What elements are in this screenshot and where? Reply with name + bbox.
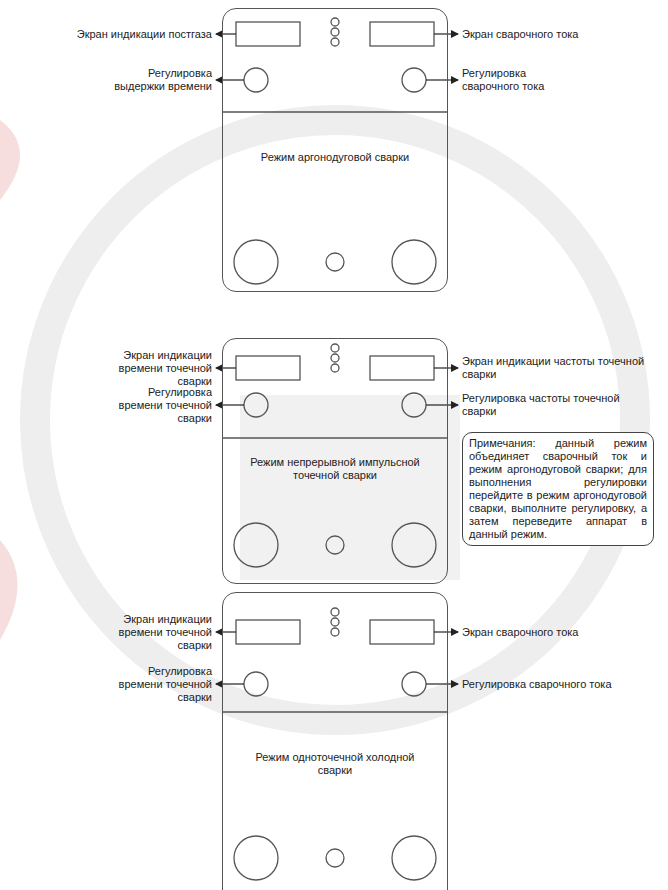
part-label: Экран сварочного тока (462, 28, 662, 41)
panel-divider (222, 111, 448, 112)
watermark-mark (0, 120, 20, 640)
indicator-led (331, 628, 339, 636)
leader-arrow (216, 404, 244, 405)
display-screen (370, 620, 434, 644)
part-label: Экран индикации времени точечной сварки (112, 349, 212, 388)
indicator-led (331, 38, 339, 46)
part-label: Регулировка выдержки времени (102, 67, 212, 93)
panel-divider (222, 711, 448, 712)
display-screen (236, 620, 300, 644)
gas-socket (326, 253, 344, 271)
gas-socket (326, 536, 344, 554)
part-label: Регулировка сварочного тока (462, 678, 662, 691)
leader-arrow (216, 367, 236, 368)
front-panel: Режим аргонодуговой сварки (222, 8, 448, 292)
leader-arrow (426, 683, 458, 684)
part-label: Экран индикации постгаза (12, 28, 212, 41)
control-knob (244, 672, 268, 696)
control-knob (244, 393, 268, 417)
output-socket (234, 523, 278, 567)
gas-socket (326, 849, 344, 867)
indicator-led (331, 344, 339, 352)
display-screen (370, 22, 434, 46)
leader-arrow (434, 367, 458, 368)
display-screen (236, 356, 300, 380)
part-label: Регулировка времени точечной сварки (102, 665, 212, 704)
note-text: Примечания: данный режим объединяет свар… (469, 437, 647, 541)
leader-arrow (216, 33, 236, 34)
front-panel: Режим одноточечной холодной сварки (222, 592, 448, 890)
part-label: Экран индикации частоты точечной сварки (462, 355, 658, 381)
leader-arrow (426, 404, 458, 405)
control-knob (402, 393, 426, 417)
part-label: Экран индикации времени точечной сварки (112, 613, 212, 652)
leader-arrow (434, 33, 458, 34)
output-socket (234, 240, 278, 284)
control-knob (402, 672, 426, 696)
indicator-led (331, 364, 339, 372)
indicator-led (331, 18, 339, 26)
display-screen (236, 22, 300, 46)
indicator-led (331, 618, 339, 626)
part-label: Регулировка сварочного тока (462, 67, 582, 93)
leader-arrow (216, 79, 244, 80)
display-screen (370, 356, 434, 380)
mode-title: Режим непрерывной импульсной точечной св… (223, 456, 447, 482)
front-panel: Режим непрерывной импульсной точечной св… (222, 338, 448, 584)
panel-divider (222, 437, 448, 438)
part-label: Регулировка времени точечной сварки (102, 386, 212, 425)
control-knob (244, 68, 268, 92)
output-socket (392, 836, 436, 880)
indicator-led (331, 28, 339, 36)
part-label: Экран сварочного тока (462, 626, 662, 639)
indicator-led (331, 354, 339, 362)
mode-title: Режим одноточечной холодной сварки (223, 751, 447, 777)
output-socket (392, 240, 436, 284)
output-socket (392, 523, 436, 567)
output-socket (234, 836, 278, 880)
leader-arrow (216, 683, 244, 684)
note-box: Примечания: данный режим объединяет свар… (462, 432, 654, 546)
indicator-led (331, 608, 339, 616)
leader-arrow (434, 631, 458, 632)
leader-arrow (216, 631, 236, 632)
leader-arrow (426, 79, 458, 80)
control-knob (402, 68, 426, 92)
part-label: Регулировка частоты точечной сварки (462, 392, 622, 418)
mode-title: Режим аргонодуговой сварки (223, 151, 447, 164)
